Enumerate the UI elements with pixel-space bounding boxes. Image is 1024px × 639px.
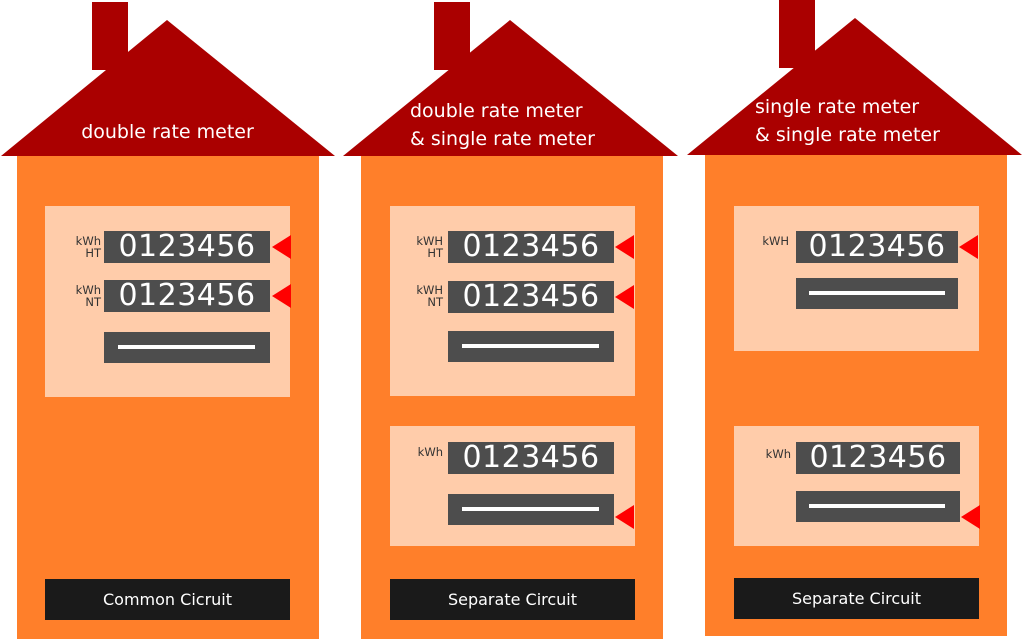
house-2-display-2-unit: kWH NT bbox=[402, 284, 443, 308]
unit-label: kWH bbox=[416, 234, 443, 248]
house-3-title-line-2: & single rate meter bbox=[755, 124, 940, 146]
house-2-display-3-unit: kWh bbox=[402, 446, 443, 458]
house-3-roof-shape bbox=[687, 18, 1022, 155]
house-2-display-1-reading: 0123456 bbox=[448, 231, 614, 263]
house-2-roof-shape bbox=[343, 20, 678, 156]
house-3-display-2-unit: kWh bbox=[748, 448, 791, 460]
tariff-label: HT bbox=[427, 246, 443, 260]
house-1-title: double rate meter bbox=[60, 118, 275, 146]
house-3-meter-2-bar-indicator-icon bbox=[961, 505, 980, 529]
house-1-display-2-reading: 0123456 bbox=[104, 280, 270, 312]
house-3-display-1-indicator-icon bbox=[959, 235, 978, 259]
house-2-title-line-1: double rate meter bbox=[410, 100, 583, 122]
house-3-roof bbox=[687, 0, 1022, 155]
tariff-label: NT bbox=[85, 295, 101, 309]
tariff-label: HT bbox=[85, 246, 101, 260]
house-1-display-1-unit: kWh HT bbox=[60, 235, 101, 259]
house-3-circuit-label: Separate Circuit bbox=[734, 578, 979, 619]
unit-label: kWh bbox=[417, 445, 443, 459]
house-2-circuit-label: Separate Circuit bbox=[390, 579, 635, 620]
house-2-title-line-2: & single rate meter bbox=[410, 128, 595, 150]
house-1-meter-bar-line bbox=[118, 345, 255, 349]
house-3-title-line-1: single rate meter bbox=[755, 96, 920, 118]
house-3-title: single rate meter & single rate meter bbox=[755, 93, 940, 149]
unit-label: kWh bbox=[765, 447, 791, 461]
house-1-roof-shape bbox=[1, 20, 335, 156]
house-1-display-2-indicator-icon bbox=[272, 284, 291, 308]
house-1-display-1-indicator-icon bbox=[272, 235, 291, 259]
house-2-display-2-reading: 0123456 bbox=[448, 281, 614, 313]
house-2-meter-2-bar-indicator-icon bbox=[615, 505, 634, 529]
house-2-display-3-reading: 0123456 bbox=[448, 442, 614, 474]
house-1-display-1-reading: 0123456 bbox=[104, 231, 270, 263]
unit-label: kWH bbox=[416, 283, 443, 297]
house-1-circuit-label: Common Cicruit bbox=[45, 579, 290, 620]
unit-label: kWH bbox=[762, 234, 789, 248]
house-1-roof bbox=[1, 2, 335, 156]
house-2-display-1-indicator-icon bbox=[615, 235, 634, 259]
house-3-display-1-unit: kWH bbox=[746, 235, 789, 247]
house-1-display-2-unit: kWh NT bbox=[60, 284, 101, 308]
house-2-display-2-indicator-icon bbox=[615, 285, 634, 309]
house-3-meter-1-bar-line bbox=[809, 291, 945, 295]
unit-label: kWh bbox=[75, 234, 101, 248]
unit-label: kWh bbox=[75, 283, 101, 297]
house-3-display-1-reading: 0123456 bbox=[796, 231, 958, 263]
house-1-title-line-1: double rate meter bbox=[81, 121, 254, 143]
house-2-title: double rate meter & single rate meter bbox=[410, 97, 595, 153]
house-2-meter-2-bar-line bbox=[462, 507, 599, 511]
house-2-roof bbox=[343, 2, 678, 156]
tariff-label: NT bbox=[427, 295, 443, 309]
house-2-meter-1-bar-line bbox=[462, 344, 599, 348]
house-3-display-2-reading: 0123456 bbox=[796, 442, 960, 474]
house-3-meter-2-bar-line bbox=[809, 504, 945, 508]
house-2-display-1-unit: kWH HT bbox=[402, 235, 443, 259]
